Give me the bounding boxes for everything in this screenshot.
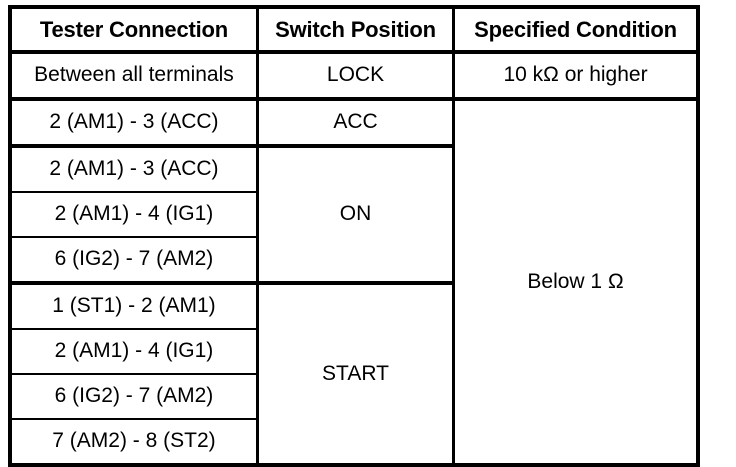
cell-switch-position-lock: LOCK [257, 52, 456, 101]
cell-switch-position-acc: ACC [257, 99, 456, 148]
column-header-specified-condition: Specified Condition [453, 7, 698, 54]
cell-switch-position-on: ON [257, 146, 456, 285]
specification-table: Tester Connection Switch Position Specif… [8, 5, 700, 467]
cell-tester-connection: 2 (AM1) - 4 (IG1) [10, 329, 259, 375]
table-row: 2 (AM1) - 4 (IG1) [10, 329, 698, 375]
column-header-switch-position: Switch Position [257, 7, 456, 54]
table-row: 2 (AM1) - 3 (ACC) ON [10, 146, 698, 285]
cell-specified-condition-low: Below 1 Ω [453, 99, 698, 465]
cell-specified-condition-high: 10 kΩ or higher [453, 52, 698, 101]
table-row: 2 (AM1) - 4 (IG1) [10, 192, 698, 238]
cell-switch-position-start: START [257, 283, 456, 465]
table-row: 2 (AM1) - 3 (ACC) ACC Below 1 Ω [10, 99, 698, 465]
cell-tester-connection: 1 (ST1) - 2 (AM1) [10, 283, 259, 330]
table-row: 6 (IG2) - 7 (AM2) [10, 374, 698, 420]
cell-tester-connection: 6 (IG2) - 7 (AM2) [10, 374, 259, 420]
table-body: Between all terminals LOCK 10 kΩ or high… [10, 52, 698, 465]
table-row: Between all terminals LOCK 10 kΩ or high… [10, 52, 698, 101]
cell-tester-connection: 2 (AM1) - 4 (IG1) [10, 192, 259, 238]
cell-tester-connection: Between all terminals [10, 52, 259, 101]
cell-tester-connection: 7 (AM2) - 8 (ST2) [10, 419, 259, 465]
cell-tester-connection: 2 (AM1) - 3 (ACC) [10, 99, 259, 148]
cell-tester-connection: 2 (AM1) - 3 (ACC) [10, 146, 259, 193]
table-row: 1 (ST1) - 2 (AM1) START [10, 283, 698, 465]
table-header: Tester Connection Switch Position Specif… [10, 7, 698, 54]
column-header-tester-connection: Tester Connection [10, 7, 259, 54]
cell-tester-connection: 6 (IG2) - 7 (AM2) [10, 237, 259, 285]
table-row: 6 (IG2) - 7 (AM2) [10, 237, 698, 285]
table-header-row: Tester Connection Switch Position Specif… [10, 7, 698, 54]
page-root: Tester Connection Switch Position Specif… [8, 5, 700, 467]
